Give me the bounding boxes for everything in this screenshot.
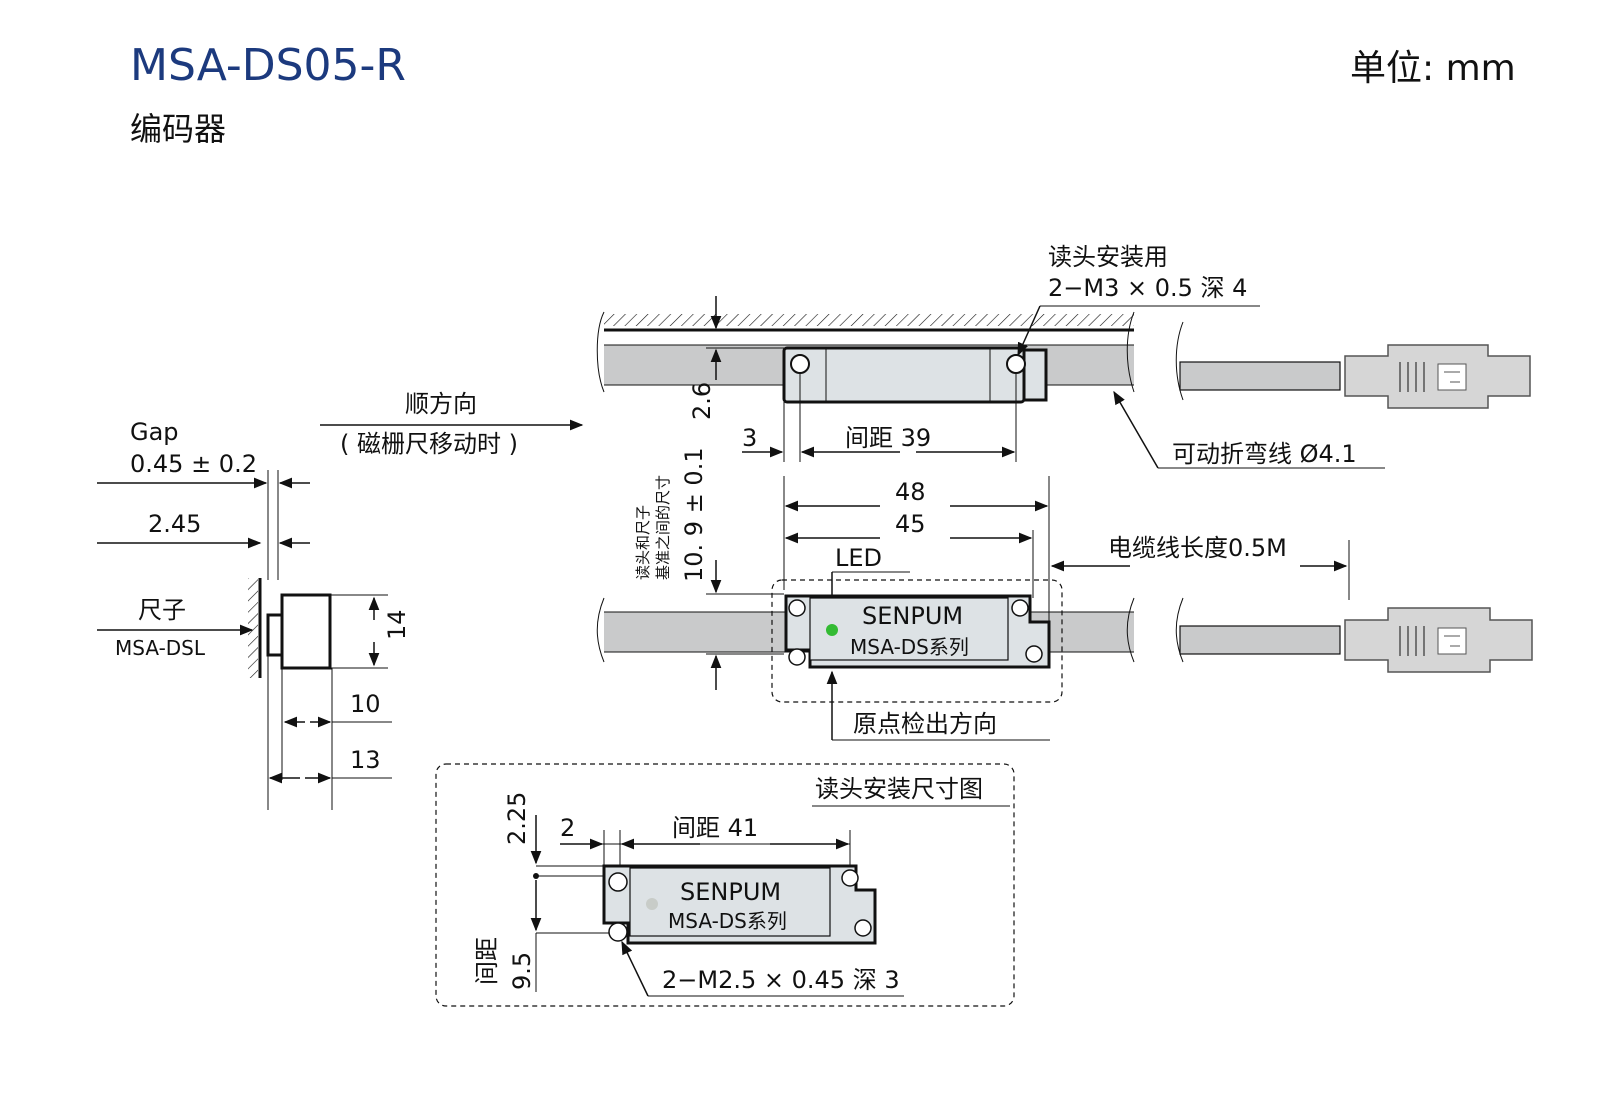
mount-detail-hole-3-icon — [841, 869, 859, 887]
front-series: MSA-DS系列 — [850, 635, 969, 659]
dim-10-9: 10. 9 ± 0.1 — [680, 447, 708, 582]
origin-label: 原点检出方向 — [853, 710, 997, 738]
mount-detail: 读头安装尺寸图 2.25 间距 9.5 2 间距 41 SENPUM MSA-D… — [435, 763, 1015, 1007]
cable-length-label: 电缆线长度0.5M — [1108, 534, 1287, 562]
mount-detail-title: 读头安装尺寸图 — [815, 775, 983, 803]
mount-detail-hole-4-icon — [854, 919, 872, 937]
pitch-41: 间距 41 — [672, 814, 758, 842]
head-front-label-panel — [809, 597, 1009, 661]
ruler-model: MSA-DSL — [115, 636, 206, 660]
dim-2-6: 2.6 — [688, 382, 716, 420]
dim-45: 45 — [895, 510, 926, 538]
direction-note: ( 磁栅尺移动时 ) — [340, 430, 518, 458]
hole-spec: 2−M2.5 × 0.45 深 3 — [662, 966, 900, 994]
pitch-label: 间距 — [473, 937, 501, 985]
dim-3: 3 — [742, 424, 757, 452]
head-side-sensor — [266, 613, 284, 657]
break-right-front — [1175, 597, 1184, 663]
mount-surface-hatch — [604, 314, 1134, 326]
head-top-cable-gland — [1022, 348, 1048, 402]
break-left-front — [596, 597, 605, 663]
front-detail-boundary — [771, 579, 1063, 703]
mount-spec: 2−M3 × 0.5 深 4 — [1048, 274, 1247, 302]
mount-detail-led-icon — [646, 898, 658, 910]
mount-detail-label-panel — [629, 867, 831, 937]
mount-detail-brand: SENPUM — [680, 878, 781, 906]
led-indicator-icon — [826, 624, 838, 636]
unit-label: 单位: mm — [1350, 48, 1516, 89]
hole-spec-leader — [621, 940, 649, 997]
front-view: 读头和尺子 基准之间的尺寸 10. 9 ± 0.1 48 45 LED 电缆线长… — [596, 447, 1533, 741]
cable-flex-label: 可动折弯线 Ø4.1 — [1172, 440, 1357, 468]
screw-front-3-icon — [1011, 599, 1029, 617]
mount-hole-1-icon — [790, 354, 810, 374]
gap-label: Gap — [130, 418, 179, 446]
direction-indicator: 顺方向 ( 磁栅尺移动时 ) — [320, 390, 584, 458]
dim-10: 10 — [350, 690, 381, 718]
break-mid-top — [1126, 311, 1135, 393]
cable-flex-leader — [1113, 390, 1159, 469]
side-view: Gap 0.45 ± 0.2 2.45 尺子 MSA-DSL 14 10 13 — [97, 418, 411, 810]
break-mid-front — [1126, 597, 1135, 663]
mount-detail-series: MSA-DS系列 — [668, 909, 787, 933]
dim-48: 48 — [895, 478, 926, 506]
gap-value: 0.45 ± 0.2 — [130, 450, 257, 478]
dim-2: 2 — [560, 814, 575, 842]
connector-top-grip-icon — [1399, 362, 1467, 392]
mount-detail-hole-1-icon — [608, 872, 628, 892]
dim-2-25: 2.25 — [503, 792, 531, 845]
head-side-body — [280, 593, 332, 670]
connector-front-grip-icon — [1399, 626, 1467, 656]
mount-leader-arrow — [1017, 305, 1041, 357]
cable-top-out — [1179, 361, 1341, 391]
pitch-39: 间距 39 — [845, 424, 931, 452]
dim-13: 13 — [350, 746, 381, 774]
model-title: MSA-DS05-R — [130, 40, 406, 91]
head-top-body — [782, 346, 1026, 404]
dim-9-5: 9.5 — [508, 952, 536, 990]
screw-front-2-icon — [788, 648, 806, 666]
dim-point-icon — [533, 873, 539, 879]
ref-dim-label-1: 读头和尺子 — [634, 505, 652, 580]
screw-front-1-icon — [788, 599, 806, 617]
mount-detail-boundary — [435, 763, 1015, 1007]
front-brand: SENPUM — [862, 602, 963, 630]
ruler-label: 尺子 — [138, 596, 186, 624]
mount-detail-hole-2-icon — [608, 922, 628, 942]
cable-front-out — [1179, 625, 1341, 655]
mount-hole-2-icon — [1006, 354, 1026, 374]
break-left-top — [596, 311, 605, 393]
break-right-top — [1175, 321, 1184, 401]
dim-14: 14 — [383, 609, 411, 640]
screw-front-4-icon — [1025, 645, 1043, 663]
mount-label: 读头安装用 — [1048, 243, 1168, 271]
subtitle: 编码器 — [130, 110, 226, 148]
direction-label: 顺方向 — [405, 390, 477, 418]
top-view: 读头安装用 2−M3 × 0.5 深 4 2.6 3 间距 39 可动折弯线 Ø… — [596, 243, 1531, 469]
ref-dim-label-2: 基准之间的尺寸 — [654, 475, 672, 580]
led-label: LED — [835, 544, 882, 572]
ruler-hatch — [248, 578, 258, 678]
dim-2-45: 2.45 — [148, 510, 201, 538]
